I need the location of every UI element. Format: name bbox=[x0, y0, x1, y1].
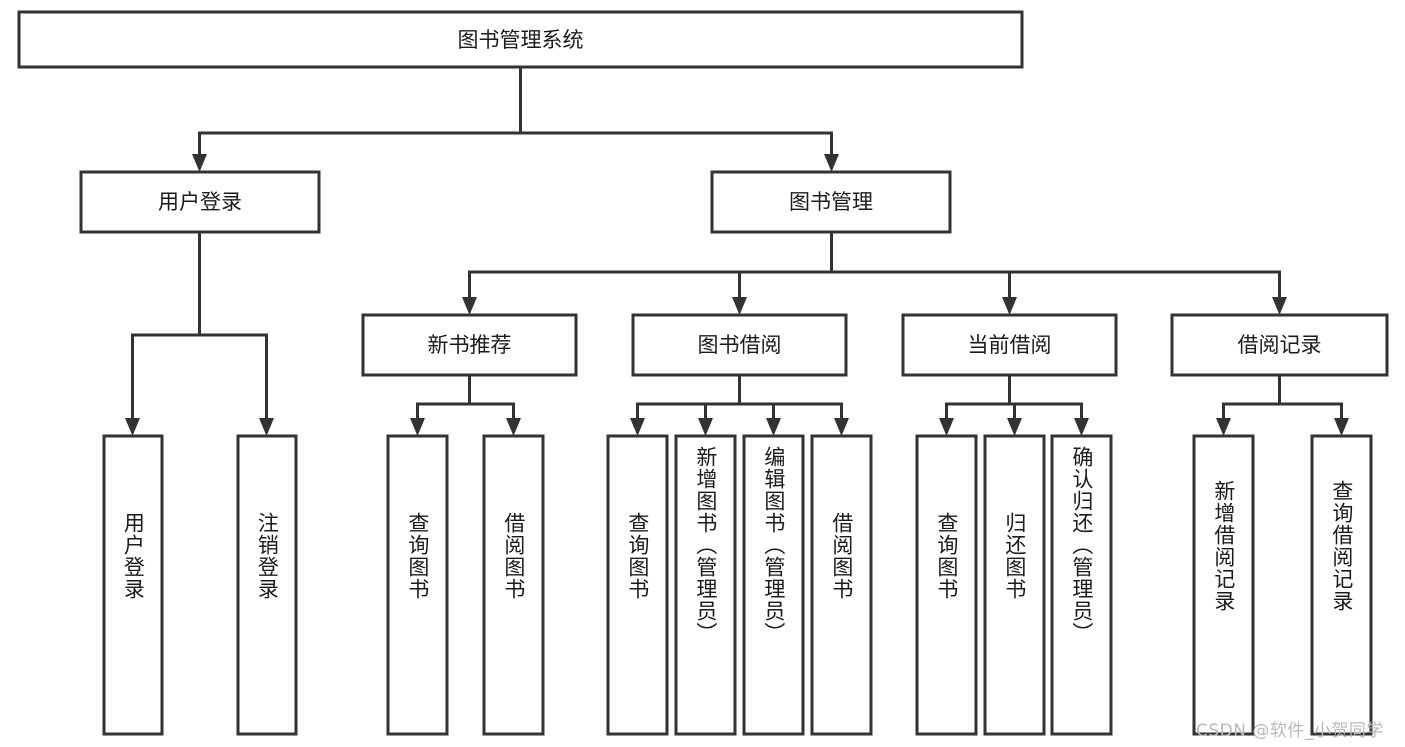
arrow-to-leaf-user-login bbox=[125, 418, 140, 436]
arrow-to-book-manage bbox=[824, 154, 839, 172]
node-borrow-record-label: 借阅记录 bbox=[1238, 333, 1322, 357]
node-root-label: 图书管理系统 bbox=[458, 28, 584, 52]
node-leaf-edit-book-box[interactable] bbox=[742, 434, 805, 736]
node-leaf-query-book-3-box[interactable] bbox=[915, 434, 978, 736]
arrow-to-leaf-query-book-3 bbox=[939, 418, 954, 436]
arrow-to-new-book-recommend bbox=[462, 297, 477, 315]
node-borrow-record-box[interactable] bbox=[1170, 313, 1389, 377]
node-leaf-query-record-box[interactable] bbox=[1310, 434, 1373, 736]
arrow-to-leaf-query-record bbox=[1334, 418, 1349, 436]
node-current-borrow-label: 当前借阅 bbox=[968, 333, 1052, 357]
node-leaf-return-book-box[interactable] bbox=[983, 434, 1046, 736]
node-book-manage-box[interactable] bbox=[710, 170, 952, 234]
node-book-borrow-box[interactable] bbox=[631, 313, 848, 377]
arrow-to-leaf-borrow-book-1 bbox=[506, 418, 521, 436]
node-leaf-add-record-box[interactable] bbox=[1192, 434, 1255, 736]
arrow-to-leaf-add-record bbox=[1216, 418, 1231, 436]
arrow-to-current-borrow bbox=[1002, 297, 1017, 315]
arrow-to-leaf-logout bbox=[259, 418, 274, 436]
arrow-to-borrow-record bbox=[1272, 297, 1287, 315]
arrow-to-leaf-confirm-return bbox=[1074, 418, 1089, 436]
arrow-to-leaf-query-book-2 bbox=[630, 418, 645, 436]
arrow-to-leaf-query-book-1 bbox=[410, 418, 425, 436]
node-leaf-borrow-book-1-box[interactable] bbox=[482, 434, 545, 736]
watermark-text: CSDN @软件_小贺同学 bbox=[1196, 721, 1384, 741]
arrow-to-book-borrow bbox=[732, 297, 747, 315]
node-book-manage-label: 图书管理 bbox=[789, 190, 873, 214]
node-root-box[interactable] bbox=[17, 10, 1024, 69]
arrow-to-leaf-return-book bbox=[1007, 418, 1022, 436]
node-leaf-logout-box[interactable] bbox=[236, 434, 298, 736]
node-current-borrow-box[interactable] bbox=[901, 313, 1118, 377]
arrow-to-leaf-borrow-book-2 bbox=[834, 418, 849, 436]
node-new-book-recommend-box[interactable] bbox=[361, 313, 578, 377]
node-book-borrow-label: 图书借阅 bbox=[698, 333, 782, 357]
nodes-group: 图书管理系统 用户登录 图书管理 新书推荐 图书借阅 当前借阅 借阅记录 bbox=[17, 10, 1389, 736]
node-user-login-label: 用户登录 bbox=[158, 190, 242, 214]
node-leaf-add-book-box[interactable] bbox=[674, 434, 737, 736]
node-leaf-borrow-book-2-box[interactable] bbox=[810, 434, 873, 736]
node-user-login-box[interactable] bbox=[79, 170, 321, 234]
arrow-to-leaf-edit-book bbox=[766, 418, 781, 436]
node-leaf-query-book-1-box[interactable] bbox=[386, 434, 449, 736]
node-leaf-query-book-2-box[interactable] bbox=[606, 434, 669, 736]
node-leaf-user-login-box[interactable] bbox=[102, 434, 164, 736]
node-leaf-confirm-return-box[interactable] bbox=[1050, 434, 1113, 736]
edges-group bbox=[125, 65, 1349, 436]
arrow-to-user-login bbox=[192, 154, 207, 172]
node-new-book-recommend-label: 新书推荐 bbox=[428, 333, 512, 357]
arrow-to-leaf-add-book bbox=[698, 418, 713, 436]
